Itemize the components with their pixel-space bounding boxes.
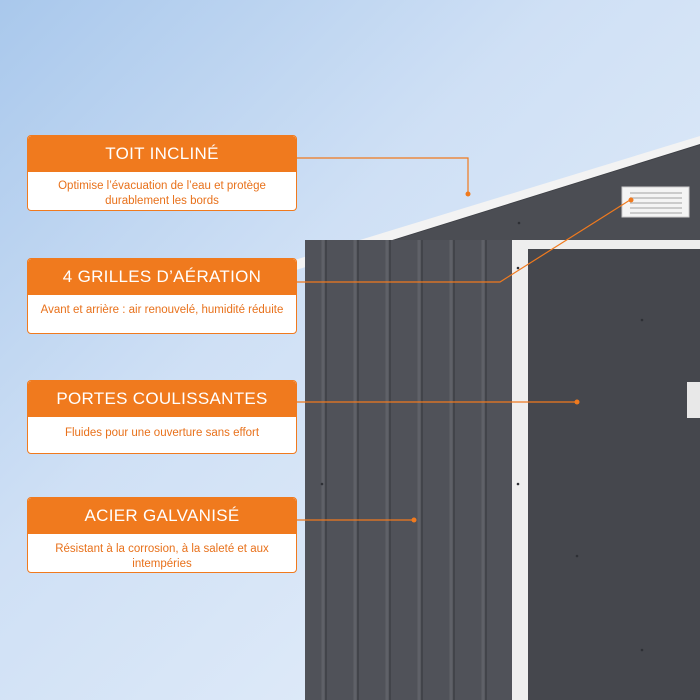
leader-dots: [411, 191, 634, 523]
callout-description: Fluides pour une ouverture sans effort: [64, 427, 260, 439]
callout-title: PORTES COULISSANTES: [28, 381, 296, 417]
callout-acier-galvanise: ACIER GALVANISÉ Résistant à la corrosion…: [27, 497, 297, 573]
callout-title: ACIER GALVANISÉ: [28, 498, 296, 534]
callout-portes-coulissantes: PORTES COULISSANTES Fluides pour une ouv…: [27, 380, 297, 454]
rivets: [320, 221, 644, 652]
callout-description: Résistant à la corrosion, à la saleté et…: [55, 543, 269, 570]
callout-title: TOIT INCLINÉ: [28, 136, 296, 172]
sliding-door: [528, 249, 700, 700]
leader-lines: [297, 157, 631, 521]
callout-grilles-aeration: 4 GRILLES D’AÉRATION Avant et arrière : …: [27, 258, 297, 334]
callout-description: Optimise l’évacuation de l’eau et protèg…: [58, 180, 266, 207]
callout-description: Avant et arrière : air renouvelé, humidi…: [40, 304, 284, 316]
door-frame: [512, 240, 700, 700]
callout-toit-incline: TOIT INCLINÉ Optimise l’évacuation de l’…: [27, 135, 297, 211]
callout-title: 4 GRILLES D’AÉRATION: [28, 259, 296, 295]
roof-trim: [288, 136, 700, 270]
shed-side-panel: [305, 240, 515, 700]
door-handle: [687, 382, 700, 418]
vent-grille-icon: [621, 186, 690, 218]
corrugation-ribs: [321, 240, 485, 700]
